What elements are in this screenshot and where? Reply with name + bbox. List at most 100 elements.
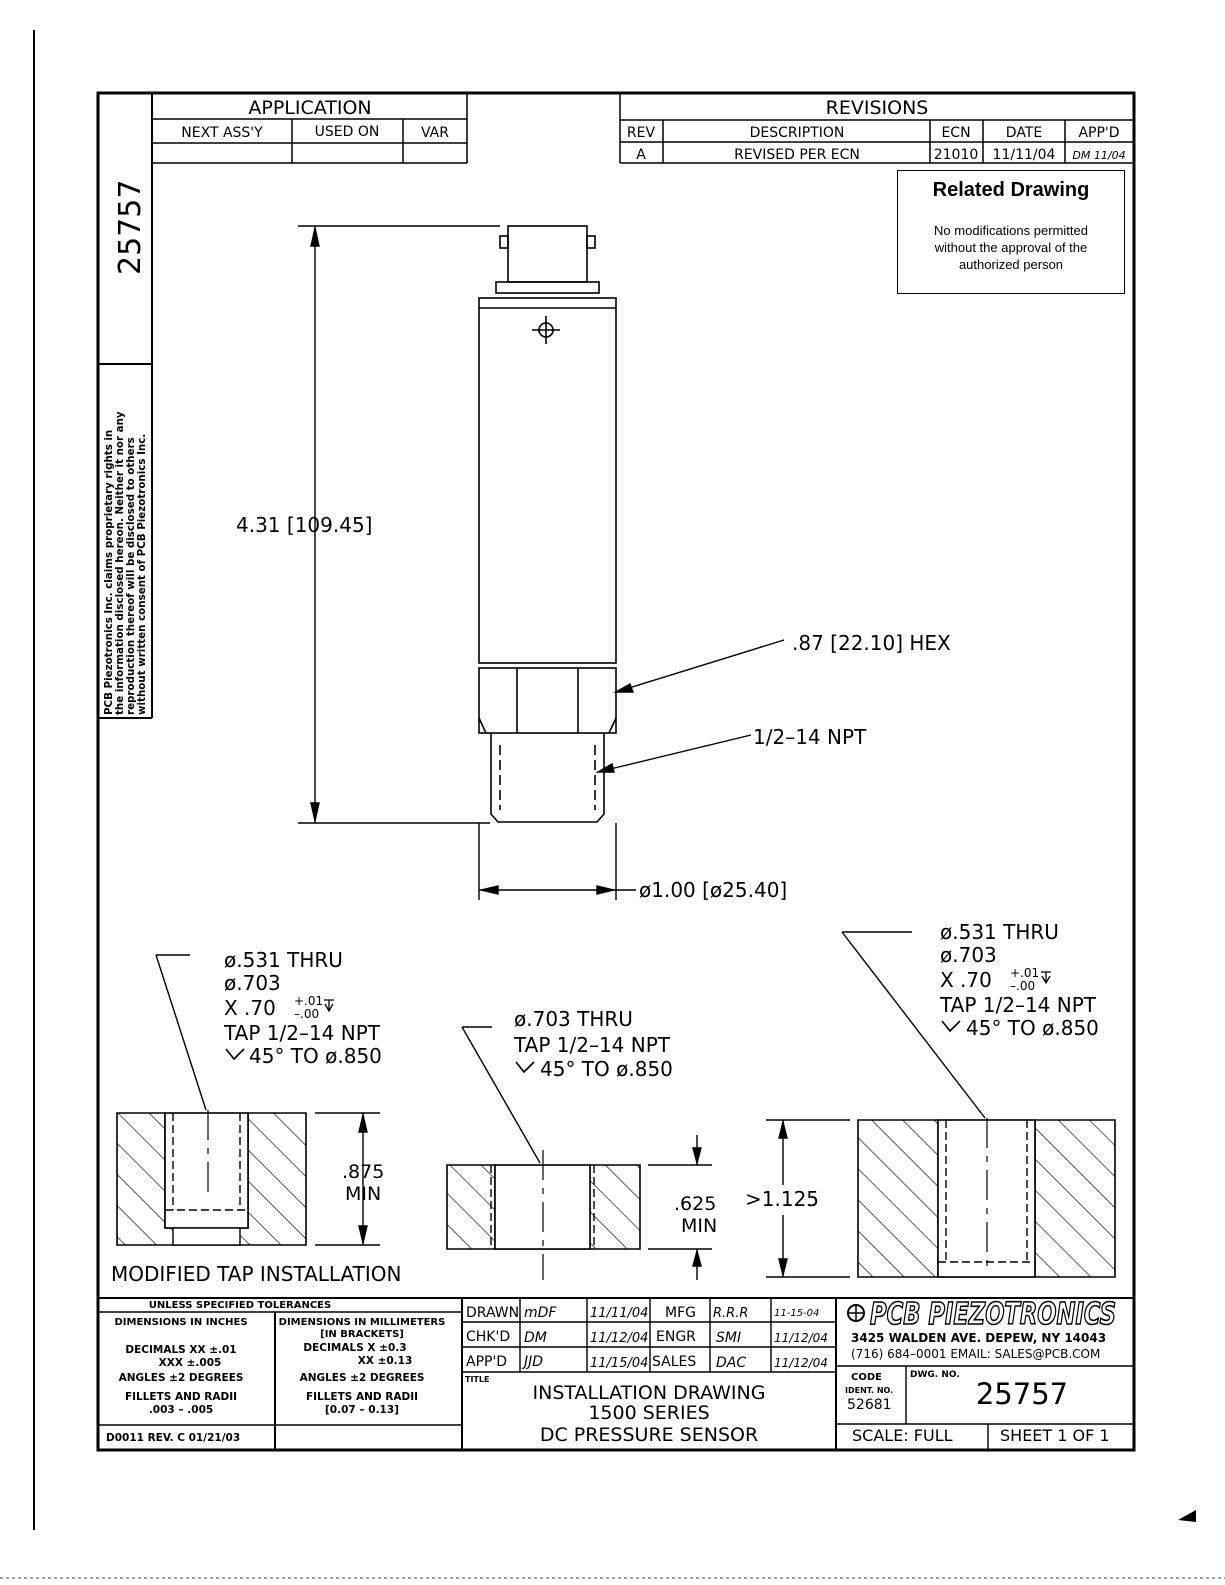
drawing-title: INSTALLATION DRAWING 1500 SERIES DC PRES… xyxy=(533,1382,766,1446)
company-logotype: PCB PIEZOTRONICS xyxy=(870,1297,1116,1332)
countersink-icon xyxy=(941,1020,961,1033)
description-header: DESCRIPTION xyxy=(750,125,845,141)
note-line: TAP 1/2–14 NPT xyxy=(223,1021,381,1045)
title-block-grid xyxy=(98,1297,1134,1450)
title-line: DC PRESSURE SENSOR xyxy=(540,1424,758,1446)
note-line: authorized person xyxy=(958,257,1064,272)
sales-date: 11/12/04 xyxy=(774,1356,828,1370)
proprietary-notice: PCB Piezotronics Inc. claims proprietary… xyxy=(103,411,148,715)
engr-initials: SMI xyxy=(716,1330,741,1346)
checked-label: CHK'D xyxy=(466,1329,510,1345)
left-depth-label: .875 xyxy=(342,1161,384,1183)
title-field-label: TITLE xyxy=(465,1375,489,1384)
tolerance-line: [0.07 – 0.13] xyxy=(325,1404,399,1416)
sign-off-table: DRAWN mDF 11/11/04 MFG R.R.R 11-15-04 CH… xyxy=(466,1305,828,1371)
tolerance-line: .003 – .005 xyxy=(149,1404,213,1416)
tolerance-header: UNLESS SPECIFIED TOLERANCES xyxy=(149,1300,331,1311)
scan-mark-icon xyxy=(1178,1510,1196,1522)
tolerance-plus: +.01 xyxy=(1010,966,1039,980)
plate-thickness-label: >1.125 xyxy=(745,1187,819,1211)
application-title: APPLICATION xyxy=(248,97,371,119)
drawn-date: 11/11/04 xyxy=(590,1306,648,1321)
sheet-label: SHEET 1 OF 1 xyxy=(1000,1426,1110,1445)
related-drawing-note: No modifications permitted without the a… xyxy=(898,222,1124,273)
overall-length-label: 4.31 [109.45] xyxy=(236,513,372,537)
application-table xyxy=(152,93,468,164)
title-line: 1500 SERIES xyxy=(588,1402,709,1424)
ident-number: 52681 xyxy=(847,1397,892,1413)
tolerance-line: XX ±0.13 xyxy=(358,1355,413,1367)
depth-symbol-icon xyxy=(1041,971,1051,985)
ecn-header: ECN xyxy=(941,125,970,141)
notice-line: PCB Piezotronics Inc. claims proprietary… xyxy=(103,430,115,715)
middle-leader xyxy=(461,1026,541,1164)
left-detail-caption: MODIFIED TAP INSTALLATION xyxy=(111,1262,401,1286)
mfg-label: MFG xyxy=(665,1305,696,1321)
tolerance-line: DECIMALS X ±0.3 xyxy=(303,1342,406,1354)
tolerance-minus: –.00 xyxy=(1010,979,1035,993)
tolerance-line: FILLETS AND RADII xyxy=(306,1391,418,1403)
date-value: 11/11/04 xyxy=(993,147,1056,163)
note-line: No modifications permitted xyxy=(934,223,1088,238)
middle-depth-label: .625 xyxy=(674,1193,716,1215)
notice-line: without written consent of PCB Piezotron… xyxy=(136,434,148,715)
scale-label: SCALE: FULL xyxy=(852,1426,953,1445)
company-address: 3425 WALDEN AVE. DEPEW, NY 14043 xyxy=(851,1331,1106,1345)
drawn-label: DRAWN xyxy=(466,1305,519,1321)
title-line: INSTALLATION DRAWING xyxy=(533,1382,766,1404)
hex-label: .87 [22.10] HEX xyxy=(792,631,951,655)
engr-label: ENGR xyxy=(656,1329,696,1345)
approved-label: APP'D xyxy=(466,1354,507,1370)
tolerance-plus: +.01 xyxy=(294,994,323,1008)
notice-line: reproduction thereof will be disclosed t… xyxy=(125,437,137,715)
drawn-initials: mDF xyxy=(524,1305,557,1321)
note-line: 45° TO ø.850 xyxy=(249,1044,382,1068)
middle-section-view xyxy=(446,1150,641,1280)
related-drawing-title: Related Drawing xyxy=(932,179,1090,201)
company-contact: (716) 684–0001 EMAIL: SALES@PCB.COM xyxy=(851,1347,1100,1361)
mfg-date: 11-15-04 xyxy=(774,1308,819,1319)
right-section-view xyxy=(857,1118,1116,1278)
note-line: TAP 1/2–14 NPT xyxy=(513,1033,671,1057)
mm-tolerances: DECIMALS X ±0.3 XX ±0.13 ANGLES ±2 DEGRE… xyxy=(300,1342,425,1416)
appd-header: APP'D xyxy=(1078,125,1119,141)
note-line: ø.703 xyxy=(224,971,281,995)
left-leader xyxy=(155,954,207,1111)
approved-date: 11/15/04 xyxy=(590,1356,648,1371)
depth-callout: X .70 xyxy=(940,968,992,992)
diameter-label: ø1.00 [ø25.40] xyxy=(639,878,787,902)
note-line: TAP 1/2–14 NPT xyxy=(939,993,1097,1017)
engr-date: 11/12/04 xyxy=(774,1331,828,1345)
ecn-value: 21010 xyxy=(934,147,979,163)
depth-callout: X .70 xyxy=(224,996,276,1020)
revisions-table xyxy=(619,93,1134,164)
diameter-dimension xyxy=(478,823,636,900)
plate-thickness-dimension xyxy=(766,1119,850,1278)
note-line: ø.703 THRU xyxy=(514,1007,633,1031)
tolerance-line: ANGLES ±2 DEGREES xyxy=(300,1372,425,1384)
length-dimension xyxy=(298,225,500,824)
rev-value: A xyxy=(636,147,646,163)
countersink-icon xyxy=(515,1061,535,1074)
left-section-view xyxy=(116,1110,307,1246)
right-detail-notes: ø.531 THRU ø.703 X .70 +.01 –.00 TAP 1/2… xyxy=(939,920,1099,1040)
company-logo: PCB PIEZOTRONICS xyxy=(847,1296,1117,1333)
left-depth-dimension xyxy=(315,1112,380,1246)
sales-initials: DAC xyxy=(716,1355,746,1371)
checked-initials: DM xyxy=(524,1330,547,1346)
var-header: VAR xyxy=(421,125,449,141)
drawing-border xyxy=(96,91,1136,1452)
mfg-initials: R.R.R xyxy=(713,1306,748,1321)
mm-header: DIMENSIONS IN MILLIMETERS xyxy=(279,1317,446,1328)
description-value: REVISED PER ECN xyxy=(734,147,860,163)
note-line: ø.531 THRU xyxy=(224,948,343,972)
code-label: CODE xyxy=(851,1372,882,1383)
tolerance-minus: –.00 xyxy=(294,1007,319,1021)
rev-header: REV xyxy=(627,125,656,141)
ident-label: IDENT. NO. xyxy=(845,1386,893,1395)
depth-symbol-icon xyxy=(324,999,334,1013)
tolerance-line: DECIMALS XX ±.01 xyxy=(125,1344,236,1356)
left-detail-notes: ø.531 THRU ø.703 X .70 +.01 –.00 TAP 1/2… xyxy=(223,948,382,1068)
mm-subheader: [IN BRACKETS] xyxy=(320,1329,404,1340)
notice-line: the information disclosed hereon. Neithe… xyxy=(114,411,126,715)
